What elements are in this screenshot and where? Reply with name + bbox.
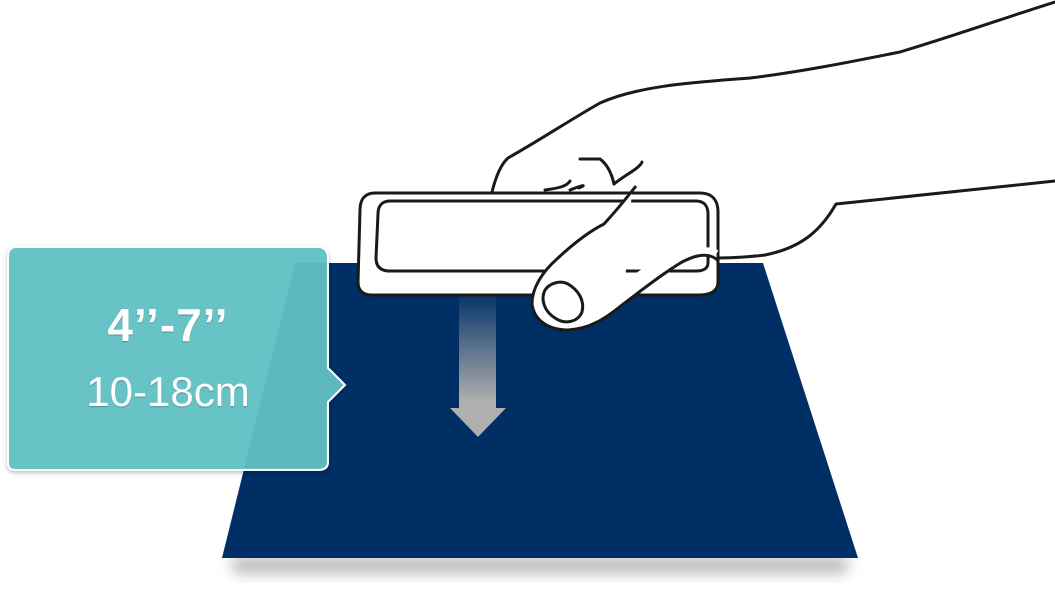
down-arrow-icon — [450, 296, 506, 437]
distance-cm-label: 10-18cm — [86, 368, 250, 415]
target-mat — [222, 263, 858, 558]
distance-callout — [7, 246, 347, 471]
distance-inches-label: 4’’-7’’ — [107, 299, 229, 351]
thumb-illustration — [530, 185, 720, 332]
mat-shadow — [232, 556, 848, 574]
